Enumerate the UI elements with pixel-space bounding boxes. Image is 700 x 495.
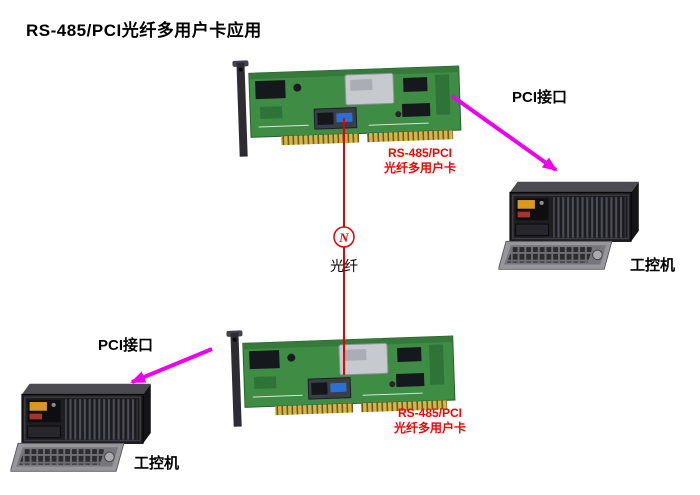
pci-port-label-bottom: PCI接口: [98, 337, 154, 354]
card-label-bottom-line1: RS-485/PCI: [397, 406, 463, 420]
computer-label-right: 工控机: [630, 257, 676, 274]
card-label-bottom: RS-485/PCI 光纤多用户卡: [366, 406, 494, 436]
computer-label-left: 工控机: [134, 455, 180, 472]
card-label-top-line2: 光纤多用户卡: [383, 161, 456, 175]
industrial-computer-right: [498, 176, 643, 277]
fiber-label: 光纤: [330, 258, 358, 274]
fiber-node-circle: [333, 226, 355, 248]
page-title: RS-485/PCI光纤多用户卡应用: [26, 21, 262, 40]
card-label-top-line1: RS-485/PCI: [387, 146, 453, 160]
pci-fiber-card-top: [226, 52, 464, 160]
card-label-top: RS-485/PCI 光纤多用户卡: [356, 146, 484, 176]
fiber-node-symbol: N: [338, 230, 349, 245]
pci-port-label-top: PCI接口: [512, 89, 568, 106]
card-label-bottom-line2: 光纤多用户卡: [393, 421, 466, 435]
